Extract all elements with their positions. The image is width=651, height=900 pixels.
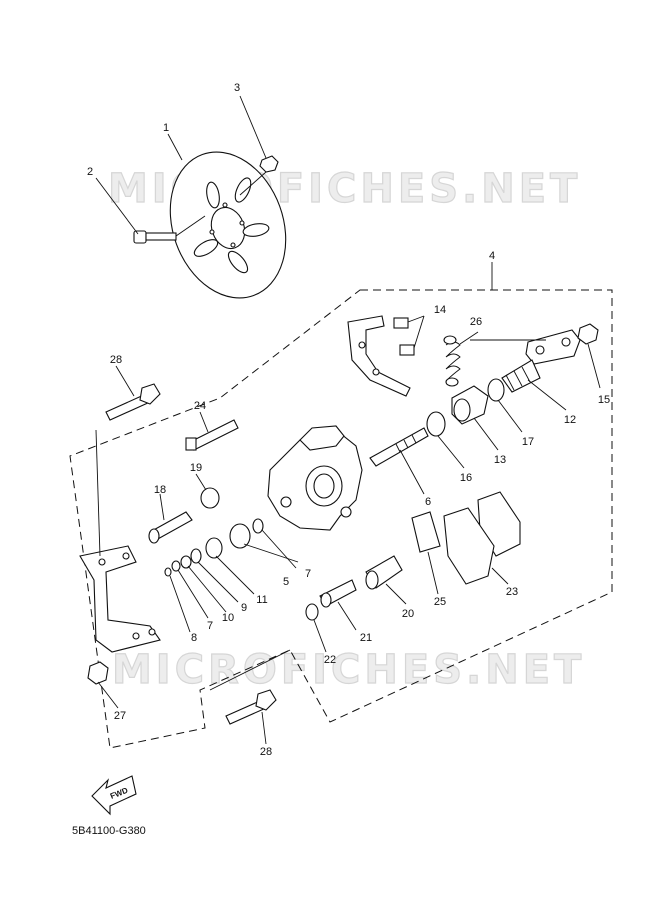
o-ring-16 — [426, 411, 446, 437]
callout-27: 27 — [114, 710, 126, 722]
callout-28a: 28 — [110, 354, 122, 366]
callout-21: 21 — [360, 632, 372, 644]
diagram-code: 5B41100-G380 — [72, 825, 146, 837]
assembly-boundary — [69, 289, 613, 749]
washer-22 — [305, 603, 319, 621]
callouts: 1 2 3 4 5 6 7 7 8 9 10 11 12 13 14 15 16… — [87, 82, 610, 758]
callout-9: 9 — [241, 602, 247, 614]
callout-10: 10 — [222, 612, 234, 624]
callout-12: 12 — [564, 414, 576, 426]
bleed-screw — [319, 579, 357, 608]
ring-7a — [252, 518, 264, 534]
callout-19: 19 — [190, 462, 202, 474]
caliper-body — [267, 425, 363, 531]
mount-bracket — [79, 545, 161, 653]
callout-18: 18 — [154, 484, 166, 496]
o-ring-17 — [487, 378, 505, 402]
adjuster — [451, 385, 489, 425]
callout-14: 14 — [434, 304, 446, 316]
ring-8 — [164, 567, 172, 577]
callout-11: 11 — [256, 594, 267, 606]
callout-7b: 7 — [207, 620, 213, 632]
leader-lines — [95, 95, 601, 745]
callout-23: 23 — [506, 586, 518, 598]
callout-15: 15 — [598, 394, 610, 406]
bleed-fitting — [365, 555, 403, 590]
adjuster-shaft — [369, 427, 429, 467]
callout-8: 8 — [191, 632, 197, 644]
disc-bolt — [133, 215, 206, 244]
ring-10 — [180, 555, 192, 569]
bolt-28-top — [105, 383, 161, 421]
callout-2: 2 — [87, 166, 93, 178]
pin-24 — [185, 419, 239, 451]
fwd-arrow-icon: FWD — [91, 775, 137, 816]
piston-boot — [501, 359, 541, 393]
bushing-19 — [200, 487, 220, 509]
callout-22: 22 — [324, 654, 336, 666]
callout-1: 1 — [163, 122, 169, 134]
callout-13: 13 — [494, 454, 506, 466]
pad-spring — [443, 335, 461, 387]
ring-9 — [190, 548, 202, 564]
callout-20: 20 — [402, 608, 414, 620]
bolt-28-bottom — [225, 689, 277, 725]
support-plate — [525, 323, 599, 365]
callout-3: 3 — [234, 82, 240, 94]
brake-pads — [443, 491, 521, 585]
ring-7b — [171, 560, 181, 572]
callout-7a: 7 — [305, 568, 311, 580]
piston-5 — [229, 523, 251, 549]
callout-24: 24 — [194, 400, 206, 412]
pad-clip — [411, 511, 441, 553]
disc-nut — [239, 155, 279, 196]
pin-18 — [148, 511, 193, 544]
caliper-bracket — [347, 315, 415, 397]
callout-5: 5 — [283, 576, 289, 588]
brake-disc — [169, 151, 287, 299]
callout-17: 17 — [522, 436, 534, 448]
callout-26: 26 — [470, 316, 482, 328]
callout-16: 16 — [460, 472, 472, 484]
seal-11 — [205, 537, 223, 559]
callout-4: 4 — [489, 250, 495, 262]
callout-28b: 28 — [260, 746, 272, 758]
callout-6: 6 — [425, 496, 431, 508]
nut-27 — [87, 661, 109, 685]
callout-25: 25 — [434, 596, 446, 608]
watermark-bottom: MICROFICHES.NET — [112, 647, 585, 693]
